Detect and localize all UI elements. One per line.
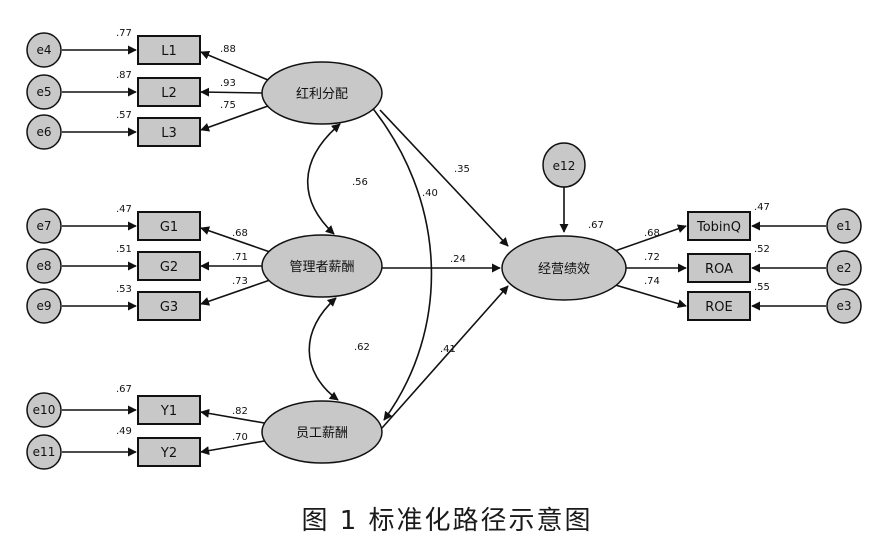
r2-Y1: .67 [116,384,132,395]
svg-text:G2: G2 [160,260,178,275]
svg-text:e12: e12 [553,159,576,173]
path-staff-performance: .41 [440,344,456,355]
svg-text:管理者薪酬: 管理者薪酬 [289,260,354,275]
edge-staff-Y2 [200,439,271,456]
loading-ROE: .74 [644,276,660,287]
edge-staff-Y1 [200,408,271,425]
svg-text:e8: e8 [36,259,51,273]
edge-mgmt-G3 [200,279,271,306]
node-e5: e5 [26,74,62,110]
svg-text:Y2: Y2 [160,446,177,461]
node-G3: G3 [137,291,201,321]
svg-text:G3: G3 [160,300,178,315]
r2-TobinQ: .47 [754,202,770,213]
svg-text:L3: L3 [161,126,177,141]
svg-text:e3: e3 [836,299,851,313]
r2-G1: .47 [116,204,132,215]
loading-L2: .93 [220,78,236,89]
edge-performance-TobinQ [611,224,687,253]
loading-L3: .75 [220,100,236,111]
svg-text:e4: e4 [36,43,51,57]
corr-label-dividend-mgmt: .56 [352,177,368,188]
edge-mgmt-G1 [200,226,271,253]
r2-ROA: .52 [754,244,770,255]
node-e10: e10 [26,392,62,428]
loading-TobinQ: .68 [644,228,660,239]
svg-text:TobinQ: TobinQ [696,220,741,235]
svg-text:e7: e7 [36,219,51,233]
node-e4: e4 [26,32,62,68]
node-G2: G2 [137,251,201,281]
svg-text:经营绩效: 经营绩效 [538,262,590,277]
node-Y1: Y1 [137,395,201,425]
node-L1: L1 [137,35,201,65]
edge-dividend-performance [379,109,509,247]
node-L2: L2 [137,77,201,107]
node-performance: 经营绩效 [501,235,627,301]
svg-text:Y1: Y1 [160,404,177,419]
node-e7: e7 [26,208,62,244]
svg-text:ROA: ROA [705,262,733,277]
edge-dividend-L3 [200,105,269,132]
node-Y2: Y2 [137,437,201,467]
node-e6: e6 [26,114,62,150]
loading-L1: .88 [220,44,236,55]
svg-text:e5: e5 [36,85,51,99]
node-L3: L3 [137,117,201,147]
corr-dividend-staff [365,99,433,421]
node-G1: G1 [137,211,201,241]
node-e11: e11 [26,434,62,470]
node-ROE: ROE [687,291,751,321]
node-e9: e9 [26,288,62,324]
svg-text:e2: e2 [836,261,851,275]
svg-text:e11: e11 [33,445,56,459]
svg-text:L2: L2 [161,86,177,101]
figure-caption: 图 1 标准化路径示意图 [301,506,593,536]
loading-Y2: .70 [232,432,248,443]
loading-G1: .68 [232,228,248,239]
loading-G3: .73 [232,276,248,287]
svg-text:红利分配: 红利分配 [296,86,348,102]
node-e12: e12 [542,142,586,188]
svg-text:e6: e6 [36,125,51,139]
sem-path-diagram: e4 e5 e6 e7 e8 e9 e10 e11 L1 L2 L3 G1 G2… [26,28,862,470]
node-ROA: ROA [687,253,751,283]
node-dividend: 红利分配 [261,61,383,125]
edge-staff-performance [381,285,509,429]
path-mgmt-performance: .24 [450,254,466,265]
svg-text:L1: L1 [161,44,177,59]
svg-text:e9: e9 [36,299,51,313]
svg-text:e10: e10 [33,403,56,417]
node-TobinQ: TobinQ [687,211,751,241]
r2-G3: .53 [116,284,132,295]
r2-G2: .51 [116,244,132,255]
r2-L1: .77 [116,28,132,39]
edge-performance-ROE [611,283,687,309]
node-staff-pay: 员工薪酬 [261,400,383,464]
node-e1: e1 [826,208,862,244]
svg-text:ROE: ROE [705,300,732,315]
r2-Y2: .49 [116,426,132,437]
path-dividend-performance: .35 [454,164,470,175]
loading-G2: .71 [232,252,248,263]
node-mgmt-pay: 管理者薪酬 [261,234,383,298]
r2-L2: .87 [116,70,132,81]
corr-dividend-mgmt [306,123,341,235]
corr-label-mgmt-staff: .62 [354,342,370,353]
edge-dividend-L1 [200,50,269,81]
node-e3: e3 [826,288,862,324]
node-e2: e2 [826,250,862,286]
r2-ROE: .55 [754,282,770,293]
node-e8: e8 [26,248,62,284]
corr-label-dividend-staff: .40 [422,188,438,199]
r2-performance: .67 [588,220,604,231]
edge-dividend-L2 [200,87,263,97]
svg-text:G1: G1 [160,220,178,235]
loading-ROA: .72 [644,252,660,263]
svg-text:e1: e1 [836,219,851,233]
r2-L3: .57 [116,110,132,121]
svg-text:员工薪酬: 员工薪酬 [296,426,348,441]
loading-Y1: .82 [232,406,248,417]
corr-mgmt-staff [308,297,339,401]
